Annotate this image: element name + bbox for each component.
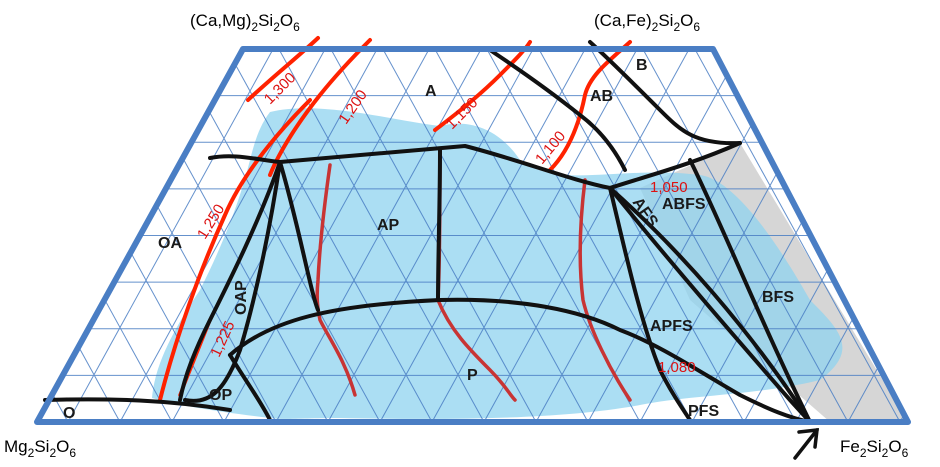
grid-diagonal-line (694, 49, 901, 422)
boundary-oap-right (183, 160, 282, 403)
boundary-bfs (688, 158, 812, 424)
grid-diagonal-line (171, 49, 378, 422)
corner-label-bottom-right: Fe2Si2O6 (840, 437, 909, 460)
isotherm-label-1080: 1,080 (658, 359, 696, 376)
field-label-apfs: APFS (650, 318, 693, 335)
boundary-op-lower (228, 353, 272, 422)
diagram-frame (34, 46, 911, 425)
grid-diagonal-line (275, 49, 482, 422)
arrow-icon (793, 428, 819, 460)
grid-diagonal-line (642, 49, 849, 422)
isotherm-1300-line (246, 36, 320, 102)
grid-diagonal-line (37, 49, 66, 422)
grid-diagonal-line (37, 49, 118, 422)
field-label-oa: OA (158, 235, 182, 252)
grid-diagonal-line (226, 49, 433, 422)
grid-diagonal-line (278, 49, 485, 422)
isotherm-inner-3-line (578, 178, 632, 402)
boundary-a-ab (488, 48, 627, 172)
boundary-o-line (43, 397, 232, 412)
phase-boundary-lines (43, 40, 812, 424)
grid-diagonal-line (902, 49, 908, 422)
field-label-o: O (63, 405, 75, 422)
boundary-p-arc (228, 297, 812, 424)
grid-diagonal-line (37, 49, 69, 422)
shaded-crystallization-field (152, 108, 843, 419)
grid-diagonal-line (590, 49, 797, 422)
grid-diagonal-line (67, 49, 274, 422)
grid-diagonal-line (382, 49, 589, 422)
grid-diagonal-line (0, 49, 16, 422)
field-label-pfs: PFS (688, 403, 719, 420)
field-label-ab: AB (590, 88, 613, 105)
field-label-abfs: ABFS (662, 196, 706, 213)
grid-diagonal-line (483, 49, 690, 422)
corner-label-top-right: (Ca,Fe)2Si2O6 (594, 11, 700, 34)
field-label-ap: AP (377, 217, 400, 234)
boundary-apfs (608, 186, 692, 422)
field-label-oap: OAP (233, 280, 250, 315)
field-label-op: OP (209, 387, 232, 404)
grid-diagonal-line (535, 49, 742, 422)
boundary-abfs (608, 186, 812, 424)
grid-diagonal-line (223, 49, 430, 422)
corner-label-bottom-left: Mg2Si2O6 (4, 437, 76, 460)
field-label-bfs: BFS (762, 289, 794, 306)
grid-diagonal-line (431, 49, 638, 422)
boundary-ap-mid (436, 148, 442, 302)
field-label-a: A (425, 83, 437, 100)
grid-diagonal-line (37, 49, 121, 422)
isotherm-1200-line (268, 38, 372, 177)
boundary-upper (208, 141, 742, 190)
boundary-ab-b (588, 40, 742, 146)
isotherm-label-1050: 1,050 (650, 179, 688, 196)
grid-diagonal-line (330, 49, 537, 422)
isotherm-label-1100: 1,100 (532, 128, 569, 168)
isotherm-1250-line (158, 98, 312, 402)
field-label-b: B (636, 57, 648, 74)
grid-diagonal-line (327, 49, 534, 422)
isotherm-1100-line (548, 40, 632, 172)
boundary-afs (608, 186, 812, 424)
grid-diagonal-line (119, 49, 326, 422)
grid-diagonal-line (379, 49, 586, 422)
grid-diagonal-line (899, 49, 908, 422)
field-label-p: P (467, 367, 478, 384)
boundary-oap-left (178, 160, 282, 402)
corner-label-top-left: (Ca,Mg)2Si2O6 (190, 11, 300, 34)
grid-diagonal-line (0, 49, 13, 422)
isotherm-inner-1-line (315, 163, 357, 397)
boundary-ap-left (278, 160, 320, 312)
